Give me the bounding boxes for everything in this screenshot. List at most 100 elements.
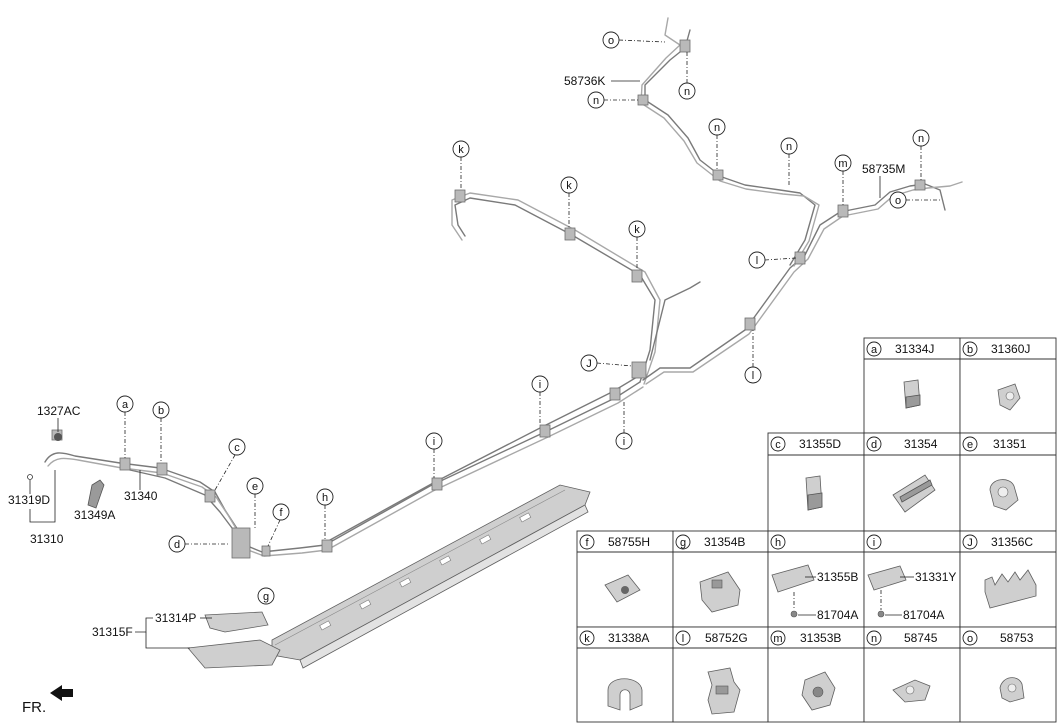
- svg-text:k: k: [566, 180, 572, 192]
- svg-text:31319D: 31319D: [8, 493, 50, 507]
- svg-text:i: i: [873, 537, 875, 549]
- svg-text:b: b: [967, 344, 973, 356]
- svg-text:31338A: 31338A: [608, 631, 649, 645]
- legend-cell-m: m 31353B: [767, 626, 865, 723]
- svg-text:31351: 31351: [993, 437, 1027, 451]
- callout-k-1[interactable]: k: [452, 140, 470, 190]
- callout-k-2[interactable]: k: [560, 176, 578, 228]
- svg-text:31331Y: 31331Y: [915, 570, 956, 584]
- svg-text:o: o: [895, 195, 901, 207]
- svg-text:k: k: [584, 633, 590, 645]
- svg-text:n: n: [593, 95, 599, 107]
- arrow-left-icon: [50, 685, 73, 701]
- svg-text:31353B: 31353B: [800, 631, 841, 645]
- svg-text:31355B: 31355B: [817, 570, 858, 584]
- svg-text:e: e: [252, 481, 258, 493]
- callout-e[interactable]: e: [246, 477, 264, 530]
- part-label-31315F: 31315F: [92, 617, 190, 649]
- legend-cell-h: h 31355B 81704A: [767, 530, 865, 628]
- callout-l-2[interactable]: l: [744, 330, 762, 384]
- svg-text:31340: 31340: [124, 489, 158, 503]
- svg-text:n: n: [786, 141, 792, 153]
- svg-text:58753: 58753: [1000, 631, 1034, 645]
- callout-g[interactable]: g: [257, 587, 275, 605]
- svg-text:h: h: [775, 537, 781, 549]
- svg-text:m: m: [838, 158, 847, 170]
- svg-text:58745: 58745: [904, 631, 938, 645]
- legend-cell-l: l 58752G: [672, 626, 769, 723]
- legend-cell-b: b 31360J: [959, 337, 1057, 434]
- part-label-58736K: 58736K: [564, 74, 640, 88]
- svg-text:b: b: [158, 405, 164, 417]
- svg-text:58735M: 58735M: [862, 162, 905, 176]
- callout-k-3[interactable]: k: [628, 220, 646, 270]
- callout-m[interactable]: m: [834, 154, 852, 205]
- svg-text:i: i: [623, 436, 625, 448]
- svg-text:31355D: 31355D: [799, 437, 841, 451]
- callout-n-5[interactable]: n: [912, 129, 930, 180]
- svg-text:31349A: 31349A: [74, 508, 115, 522]
- legend-cell-i: i 31331Y 81704A: [863, 530, 961, 628]
- part-label-31319D: 31319D: [8, 470, 56, 523]
- callout-b[interactable]: b: [152, 401, 170, 462]
- svg-text:c: c: [234, 442, 240, 454]
- legend-cell-n: n 58745: [863, 626, 961, 723]
- svg-text:n: n: [871, 633, 877, 645]
- svg-text:31315F: 31315F: [92, 625, 133, 639]
- callout-i-1[interactable]: i: [425, 432, 443, 478]
- svg-text:1327AC: 1327AC: [37, 404, 81, 418]
- svg-text:o: o: [967, 633, 973, 645]
- legend-cell-o: o 58753: [959, 626, 1057, 723]
- svg-text:31360J: 31360J: [991, 342, 1030, 356]
- part-label-31314P: 31314P: [155, 611, 212, 625]
- svg-text:f: f: [585, 537, 589, 549]
- callout-c[interactable]: c: [214, 438, 246, 491]
- callout-d[interactable]: d: [168, 535, 230, 553]
- parts-legend-table: a 31334J b 31360J c 31355D d 31354: [576, 337, 1057, 723]
- callout-l-1[interactable]: l: [748, 251, 797, 269]
- svg-text:c: c: [775, 439, 781, 451]
- part-label-58735M: 58735M: [862, 162, 905, 198]
- legend-cell-d: d 31354: [863, 432, 961, 532]
- part-label-31340: 31340: [124, 470, 158, 503]
- svg-text:m: m: [773, 633, 782, 645]
- svg-text:J: J: [586, 358, 592, 370]
- callout-J[interactable]: J: [580, 354, 633, 372]
- callout-o-1[interactable]: o: [602, 31, 666, 49]
- svg-text:n: n: [714, 122, 720, 134]
- callout-a[interactable]: a: [116, 395, 134, 458]
- svg-text:g: g: [263, 591, 269, 603]
- svg-text:i: i: [433, 436, 435, 448]
- svg-text:h: h: [322, 492, 328, 504]
- callout-n-4[interactable]: n: [780, 137, 798, 187]
- part-label-1327AC: 1327AC: [37, 404, 81, 441]
- svg-text:81704A: 81704A: [903, 608, 944, 622]
- callout-f[interactable]: f: [267, 503, 290, 547]
- svg-text:n: n: [918, 133, 924, 145]
- svg-text:FR.: FR.: [22, 699, 46, 716]
- svg-text:58752G: 58752G: [705, 631, 748, 645]
- svg-text:d: d: [871, 439, 877, 451]
- part-label-31349A: 31349A: [74, 508, 115, 522]
- svg-text:a: a: [871, 344, 878, 356]
- callout-o-2[interactable]: o: [889, 191, 940, 209]
- legend-cell-J: J 31356C: [959, 530, 1057, 628]
- callout-n-3[interactable]: n: [708, 118, 726, 170]
- svg-text:58755H: 58755H: [608, 535, 650, 549]
- hose-31349A: [87, 479, 105, 509]
- svg-text:k: k: [458, 144, 464, 156]
- svg-text:31356C: 31356C: [991, 535, 1033, 549]
- legend-cell-e: e 31351: [959, 432, 1057, 532]
- underbody-heat-shield: [187, 484, 591, 669]
- svg-text:o: o: [608, 35, 614, 47]
- svg-text:d: d: [174, 539, 180, 551]
- svg-text:l: l: [682, 633, 684, 645]
- callout-n-1[interactable]: n: [678, 52, 696, 100]
- callout-i-3[interactable]: i: [615, 400, 633, 450]
- callout-n-2[interactable]: n: [587, 91, 638, 109]
- callout-h[interactable]: h: [316, 488, 334, 540]
- callout-i-2[interactable]: i: [531, 375, 549, 425]
- svg-text:J: J: [967, 537, 973, 549]
- svg-text:31310: 31310: [30, 532, 64, 546]
- legend-cell-g: g 31354B: [672, 530, 769, 628]
